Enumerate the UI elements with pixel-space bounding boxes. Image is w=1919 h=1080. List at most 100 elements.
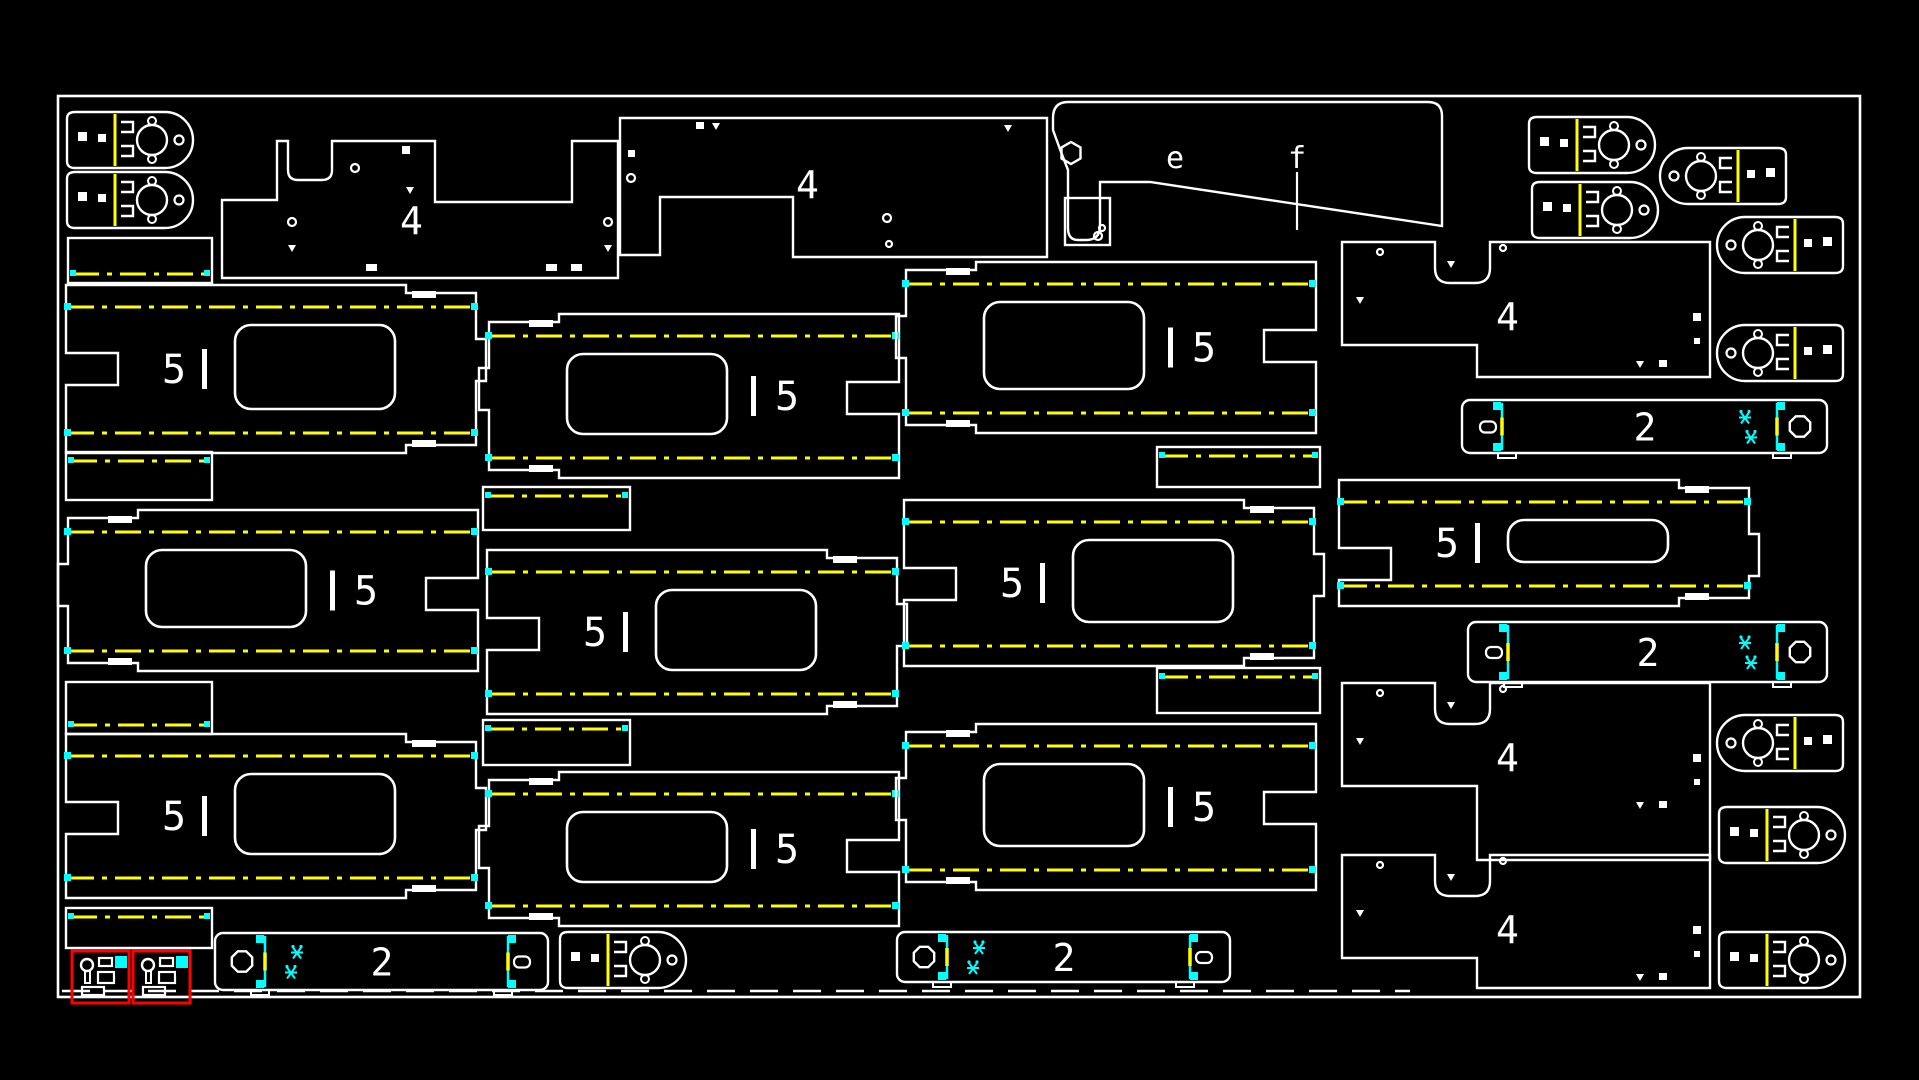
part-number-label: 2 bbox=[1637, 631, 1660, 675]
bend-end-marker bbox=[1744, 498, 1751, 505]
part-plate-5[interactable]: 5 bbox=[485, 548, 909, 716]
part-capsule-hinge[interactable] bbox=[558, 930, 688, 990]
part-bracket-4[interactable]: 4 bbox=[1340, 681, 1712, 862]
small-circle-hole bbox=[640, 936, 650, 946]
marker-dot bbox=[1753, 429, 1757, 434]
bend-end-marker bbox=[471, 647, 478, 654]
plate-cutout bbox=[233, 323, 397, 411]
small-hole bbox=[1693, 313, 1701, 321]
tool-marker-icon bbox=[1745, 429, 1757, 445]
small-triangle-hole bbox=[288, 245, 296, 252]
part-capsule-hinge[interactable] bbox=[1715, 713, 1845, 773]
slot-hole bbox=[571, 264, 582, 271]
capsule-outline bbox=[1527, 115, 1657, 175]
part-bar-2[interactable]: 2 bbox=[213, 931, 550, 996]
part-capsule-hinge[interactable] bbox=[65, 110, 195, 170]
part-plate-5[interactable]: 5 bbox=[894, 722, 1318, 892]
small-hole bbox=[1560, 139, 1568, 147]
small-circle-hole bbox=[640, 974, 650, 984]
taper-outline bbox=[1051, 100, 1444, 242]
plate-outline bbox=[477, 770, 901, 928]
part-tab-strip[interactable] bbox=[1155, 445, 1322, 489]
part-bracket-4[interactable]: 4 bbox=[1340, 240, 1712, 379]
orientation-tick bbox=[751, 376, 756, 416]
part-plate-5[interactable]: 5 bbox=[477, 312, 901, 480]
part-plate-5[interactable]: 5 bbox=[894, 260, 1318, 435]
part-tab-strip[interactable] bbox=[481, 718, 632, 767]
hexagon-hole bbox=[1060, 140, 1082, 166]
part-capsule-hinge[interactable] bbox=[1527, 115, 1657, 175]
orientation-tick bbox=[1168, 787, 1173, 827]
part-bar-2[interactable]: 2 bbox=[1466, 620, 1829, 688]
part-capsule-hinge[interactable] bbox=[1717, 930, 1847, 990]
part-number-label: 5 bbox=[583, 610, 607, 656]
marker-dot bbox=[1747, 409, 1751, 414]
small-circle-hole bbox=[1799, 811, 1809, 821]
small-circle-hole bbox=[1725, 737, 1737, 749]
bend-end-marker bbox=[1337, 582, 1344, 589]
part-tab-strip[interactable] bbox=[64, 906, 214, 950]
marker-dot bbox=[975, 960, 979, 964]
part-capsule-hinge[interactable] bbox=[1715, 323, 1845, 383]
small-hole bbox=[1693, 754, 1701, 762]
small-circle-hole bbox=[1668, 170, 1680, 182]
bend-end-marker bbox=[892, 690, 899, 697]
slot-hole bbox=[833, 556, 857, 563]
marker-dot bbox=[1739, 635, 1743, 639]
tab-outline bbox=[64, 906, 214, 950]
bar-foot-tab bbox=[250, 989, 270, 996]
small-circle-hole bbox=[1799, 974, 1809, 984]
slot-hole bbox=[529, 778, 553, 785]
part-bracket-4[interactable]: 4 bbox=[1340, 853, 1712, 990]
part-plate-5[interactable]: 5 bbox=[64, 283, 488, 455]
part-plate-5[interactable]: 5 bbox=[56, 508, 480, 673]
part-capsule-hinge[interactable] bbox=[1717, 805, 1847, 865]
part-flagged-red[interactable] bbox=[131, 949, 192, 1005]
part-flagged-red[interactable] bbox=[70, 949, 131, 1005]
bracket-outline bbox=[1340, 681, 1712, 862]
small-circle-hole bbox=[1696, 190, 1706, 200]
part-tab-strip[interactable] bbox=[66, 236, 214, 285]
small-circle-hole bbox=[602, 216, 614, 228]
small-hole bbox=[1804, 737, 1812, 745]
part-number-label: 5 bbox=[1435, 521, 1459, 567]
small-hole bbox=[1750, 954, 1758, 962]
small-hole bbox=[591, 954, 599, 962]
part-plate-5[interactable]: 5 bbox=[477, 770, 901, 928]
plate-cutout bbox=[565, 352, 729, 436]
part-bar-2[interactable]: 2 bbox=[895, 930, 1232, 988]
small-triangle-hole bbox=[712, 123, 720, 130]
small-hole bbox=[1659, 801, 1667, 808]
part-tab-strip[interactable] bbox=[64, 680, 214, 736]
part-capsule-hinge[interactable] bbox=[65, 170, 195, 230]
part-tab-strip[interactable] bbox=[481, 485, 632, 532]
part-bracket-4[interactable]: 4 bbox=[618, 116, 1049, 259]
part-plate-5[interactable]: 5 bbox=[902, 498, 1326, 668]
tool-marker-icon bbox=[291, 944, 303, 960]
small-circle-hole bbox=[147, 214, 157, 224]
cyan-marker-square bbox=[115, 956, 127, 968]
part-bar-2[interactable]: 2 bbox=[1460, 398, 1829, 459]
part-plate-5[interactable]: 5 bbox=[64, 732, 488, 900]
bend-end-marker bbox=[1312, 673, 1318, 679]
part-capsule-hinge[interactable] bbox=[1715, 215, 1845, 275]
bend-end-marker bbox=[1337, 498, 1344, 505]
part-bracket-4[interactable]: 4 bbox=[220, 139, 620, 280]
part-capsule-hinge[interactable] bbox=[1658, 146, 1788, 206]
bend-end-marker bbox=[204, 457, 210, 463]
small-circle-hole bbox=[1753, 757, 1763, 767]
marker-dot bbox=[1739, 409, 1743, 414]
part-capsule-hinge[interactable] bbox=[1530, 180, 1660, 240]
small-hole bbox=[1804, 239, 1812, 247]
bend-end-marker bbox=[508, 935, 516, 943]
small-hole bbox=[1563, 204, 1571, 212]
part-tab-strip[interactable] bbox=[64, 450, 214, 502]
part-plate-5[interactable]: 5 bbox=[1337, 478, 1761, 608]
part-tab-strip[interactable] bbox=[1155, 666, 1322, 715]
small-hole bbox=[1694, 779, 1700, 785]
capsule-outline bbox=[65, 170, 195, 230]
bend-end-marker bbox=[1777, 672, 1785, 680]
